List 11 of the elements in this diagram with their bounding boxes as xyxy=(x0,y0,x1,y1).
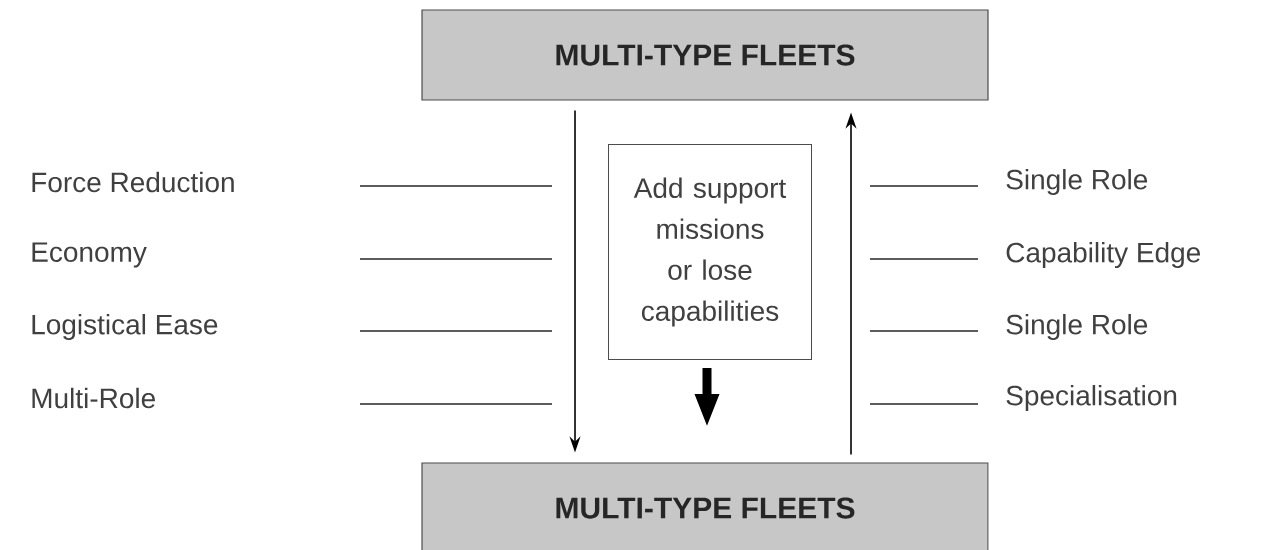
side-label: Single Role xyxy=(1006,168,1148,196)
side-label: Multi-Role xyxy=(32,387,155,409)
side-label: Economy xyxy=(32,242,147,268)
side-label: Capability Edge xyxy=(1006,241,1200,269)
side-label: Logistical Ease xyxy=(32,313,218,341)
side-label: Force Reduction xyxy=(32,171,234,193)
side-label: Single Role xyxy=(1006,313,1148,341)
note-box: Add support missions or lose capabilities xyxy=(608,144,812,360)
side-label: Specialisation xyxy=(1006,384,1177,412)
title-box: MULTI-TYPE FLEETS xyxy=(421,9,989,101)
title-box: MULTI-TYPE FLEETS xyxy=(421,462,989,550)
